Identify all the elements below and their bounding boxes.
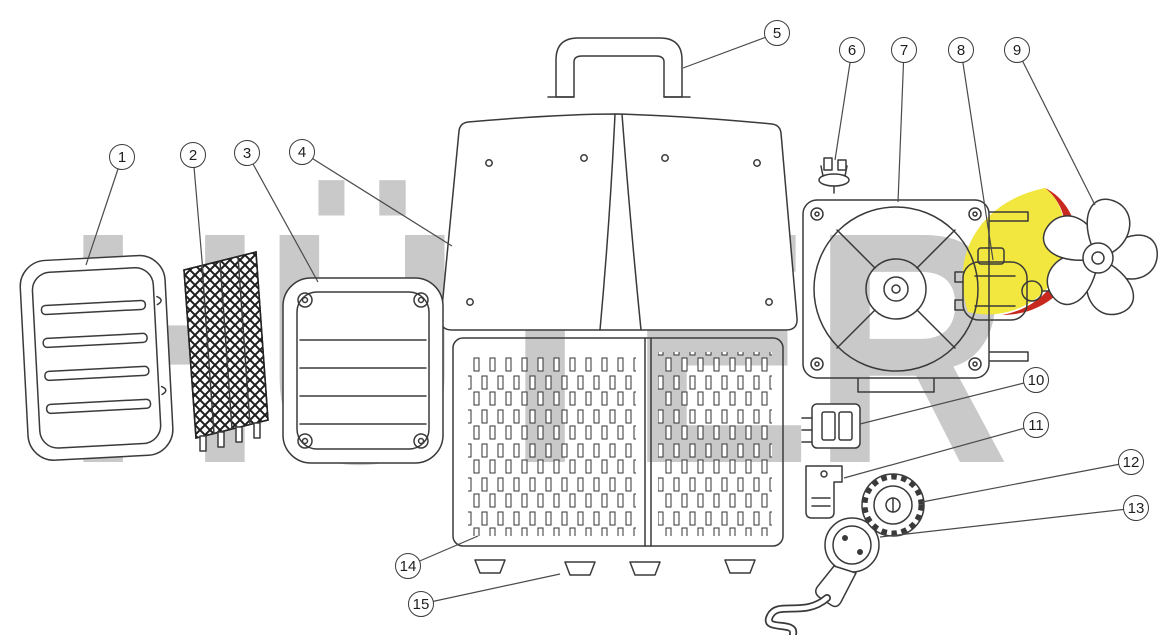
part-14-main-housing <box>452 337 784 547</box>
callout-15: 15 <box>408 591 434 617</box>
callout-1: 1 <box>109 144 135 170</box>
leader-line-10 <box>859 379 1037 425</box>
leader-line-1 <box>85 156 123 266</box>
part-15-feet <box>474 559 756 576</box>
part-1-front-grille <box>19 254 174 461</box>
leader-line-6 <box>834 49 853 161</box>
leader-line-3 <box>246 152 319 283</box>
part-8-fan-motor <box>954 247 1053 321</box>
callout-4: 4 <box>289 139 315 165</box>
part-2-heating-element <box>183 251 269 452</box>
callout-11: 11 <box>1023 412 1049 438</box>
leader-line-11 <box>843 424 1037 479</box>
leader-line-15 <box>420 573 561 605</box>
callout-12: 12 <box>1118 449 1144 475</box>
leader-line-7 <box>897 49 905 203</box>
leader-line-13 <box>879 507 1137 538</box>
part-4-top-cover <box>440 113 798 331</box>
part-3-front-frame <box>282 277 444 464</box>
part-12-control-knob <box>861 473 925 537</box>
leader-line-12 <box>921 461 1132 503</box>
leader-line-8 <box>960 49 994 261</box>
leader-line-4 <box>301 151 453 247</box>
leader-line-9 <box>1016 49 1096 206</box>
part-7-fan-mount-frame <box>802 199 1029 393</box>
callout-3: 3 <box>234 140 260 166</box>
part-11-thermostat-bracket <box>805 465 843 519</box>
part-13-power-plug-cable <box>764 517 880 635</box>
part-9-fan-impeller <box>1042 198 1158 316</box>
leader-lines <box>85 32 1137 605</box>
leader-line-5 <box>682 32 778 69</box>
part-5-carry-handle <box>547 37 691 98</box>
callout-6: 6 <box>839 37 865 63</box>
callout-5: 5 <box>764 20 790 46</box>
callout-7: 7 <box>891 37 917 63</box>
leader-line-2 <box>192 154 204 273</box>
callout-9: 9 <box>1004 37 1030 63</box>
callout-13: 13 <box>1123 495 1149 521</box>
part-6-thermal-cutout <box>818 157 850 194</box>
part-10-rocker-switch <box>801 403 861 449</box>
callout-8: 8 <box>948 37 974 63</box>
callout-2: 2 <box>180 142 206 168</box>
callout-10: 10 <box>1023 367 1049 393</box>
callout-14: 14 <box>395 553 421 579</box>
